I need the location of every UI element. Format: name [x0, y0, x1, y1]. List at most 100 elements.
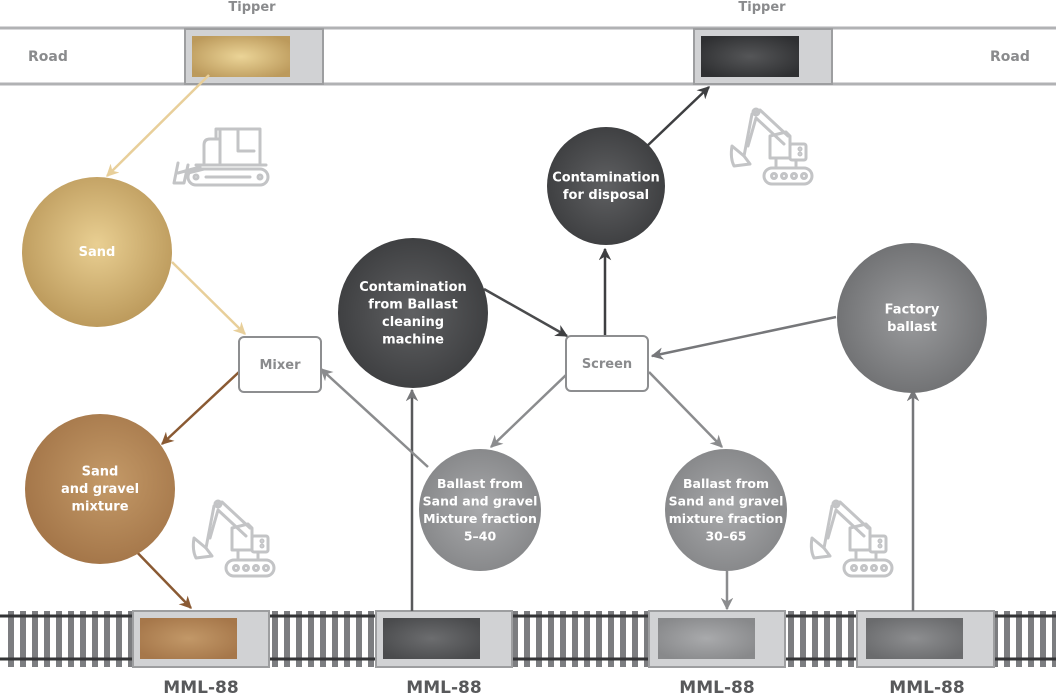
railway-sleeper	[836, 611, 842, 667]
road-label-right: Road	[990, 49, 1030, 65]
railway-sleeper	[1028, 611, 1034, 667]
railway-sleeper	[1052, 611, 1056, 667]
tipper-sand	[184, 28, 324, 85]
railway-sleeper	[116, 611, 122, 667]
tipper-label-left: Tipper	[228, 0, 276, 15]
railway-sleeper	[824, 611, 830, 667]
railway-sleeper	[512, 611, 518, 667]
node-label-line: Ballast from	[437, 476, 523, 491]
node-label-line: mixture	[71, 500, 128, 515]
mixer-label: Mixer	[259, 358, 301, 373]
arrow-contamination-to-screen	[483, 287, 569, 338]
railway-sleeper	[596, 611, 602, 667]
node-mixer: Mixer	[238, 336, 322, 393]
railway-sleeper	[536, 611, 542, 667]
railway-sleeper	[308, 611, 314, 667]
node-label-line: from Ballast	[368, 297, 457, 312]
railway-sleeper	[788, 611, 794, 667]
node-label-line: Contamination	[359, 280, 467, 295]
railway-sleeper	[584, 611, 590, 667]
node-label-line: for disposal	[563, 188, 649, 203]
railway-sleeper	[332, 611, 338, 667]
arrow-factory-to-screen	[650, 315, 837, 360]
arrow-tipper-to-sand	[106, 74, 210, 177]
node-label-line: Contamination	[552, 170, 660, 185]
railway-sleeper	[548, 611, 554, 667]
railway-sleeper	[560, 611, 566, 667]
bulldozer-icon	[172, 127, 270, 187]
node-label-line: mixture fraction	[669, 511, 783, 526]
arrow-mixer-to-mixture	[161, 371, 240, 445]
node-sand-label: Sand	[79, 245, 116, 260]
wagon-label: MML-88	[163, 678, 238, 695]
railway-sleeper	[1004, 611, 1010, 667]
railway-sleeper	[80, 611, 86, 667]
railway-sleeper	[44, 611, 50, 667]
railway-sleeper	[296, 611, 302, 667]
wagon-contamination: MML-88	[375, 610, 513, 695]
node-sand-gravel-label: Sand and gravel mixture	[61, 465, 139, 515]
railway-sleeper	[344, 611, 350, 667]
arrow-sand-to-mixer	[171, 261, 246, 335]
railway-sleeper	[104, 611, 110, 667]
arrow-screen-to-ballast-30-65	[648, 371, 723, 448]
node-contamination-disposal: Contamination for disposal	[547, 127, 665, 245]
node-sand: Sand	[22, 177, 172, 327]
railway-sleeper	[620, 611, 626, 667]
node-label-line: Sand	[82, 465, 119, 480]
node-sand-gravel-mixture: Sand and gravel mixture	[25, 414, 175, 564]
excavator-icon	[191, 499, 276, 578]
flow-arrows	[106, 74, 920, 611]
railway-sleeper	[56, 611, 62, 667]
railway-sleeper	[848, 611, 854, 667]
node-label-line: Sand and gravel	[669, 493, 784, 508]
node-screen: Screen	[565, 335, 649, 392]
railway-sleeper	[524, 611, 530, 667]
node-label-line: machine	[382, 332, 444, 347]
railway-sleeper	[812, 611, 818, 667]
wagon-ballast-30-65: MML-88	[648, 610, 786, 695]
tipper-label-right: Tipper	[738, 0, 786, 15]
railway-sleeper	[356, 611, 362, 667]
road: Road Road Tipper Tipper	[0, 0, 1056, 86]
railway-sleeper	[272, 611, 278, 667]
node-label-line: Sand	[79, 245, 116, 260]
node-contamination-machine-label: Contamination from Ballast cleaning machine	[359, 280, 467, 348]
wagon-sand-gravel: MML-88	[132, 610, 270, 695]
railway-sleeper	[8, 611, 14, 667]
wagon-factory-ballast: MML-88	[856, 610, 995, 695]
railway-sleeper	[32, 611, 38, 667]
screen-label: Screen	[582, 357, 632, 372]
railway-sleeper	[800, 611, 806, 667]
railway-sleeper	[320, 611, 326, 667]
tipper-contamination	[693, 28, 833, 85]
node-label-line: Factory	[885, 302, 940, 317]
node-factory-ballast: Factory ballast	[837, 243, 987, 393]
railway-sleeper	[644, 611, 650, 667]
node-label-line: Ballast from	[683, 476, 769, 491]
arrow-mixture-to-wagon	[129, 544, 192, 609]
railway-sleeper	[1016, 611, 1022, 667]
node-contamination-disposal-label: Contamination for disposal	[552, 170, 660, 203]
railway-sleeper	[20, 611, 26, 667]
road-label-left: Road	[28, 49, 68, 65]
railway-sleeper	[92, 611, 98, 667]
railway-sleeper	[1040, 611, 1046, 667]
node-label-line: cleaning	[382, 315, 444, 330]
wagon-label: MML-88	[889, 678, 964, 695]
wagon-label: MML-88	[679, 678, 754, 695]
arrow-screen-to-ballast-5-40	[490, 374, 567, 448]
node-label-line: ballast	[887, 320, 937, 335]
node-contamination-machine: Contamination from Ballast cleaning machine	[338, 238, 488, 388]
railway-sleeper	[608, 611, 614, 667]
railway-sleeper	[632, 611, 638, 667]
node-label-line: and gravel	[61, 482, 139, 497]
node-label-line: Mixture fraction	[423, 511, 537, 526]
arrow-disposal-to-tipper	[644, 86, 710, 149]
arrow-ballast-to-mixer	[320, 368, 429, 468]
railway-sleeper	[68, 611, 74, 667]
